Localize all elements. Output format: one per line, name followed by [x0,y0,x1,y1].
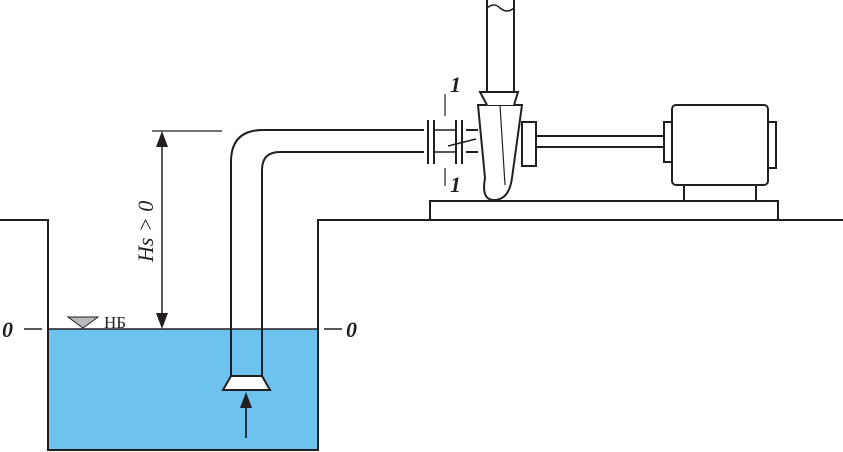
pump-discharge-neck [478,91,520,106]
pump-bearing-housing [521,121,537,167]
motor-coupling [663,121,673,163]
section-label-top: 1 [450,72,461,97]
hs-arrow-top-icon [156,131,168,147]
suction-head-label: Hs > 0 [133,201,158,263]
datum-label-left: 0 [2,317,13,342]
ground-outline [0,219,843,451]
gauge-tap [447,138,477,147]
suction-pipe-outer [230,129,424,376]
suction-bell [221,375,272,391]
motor-end-cap [767,121,777,169]
suction-pipe-inner [261,151,424,376]
motor-body [671,104,769,186]
pump-casing [476,104,524,202]
reservoir-water [48,329,318,450]
motor-feet [683,184,757,202]
inflow-arrow-icon [240,392,252,408]
discharge-pipe-break [486,4,515,12]
datum-label-right: 0 [346,317,357,342]
section-label-bottom: 1 [450,172,461,197]
water-level-label: НБ [104,313,126,332]
pump-inner-line [499,104,506,186]
hs-arrow-bottom-icon [156,313,168,329]
water-level-marker-icon [66,316,100,329]
discharge-pipe [486,0,515,92]
base-plate [429,200,779,221]
